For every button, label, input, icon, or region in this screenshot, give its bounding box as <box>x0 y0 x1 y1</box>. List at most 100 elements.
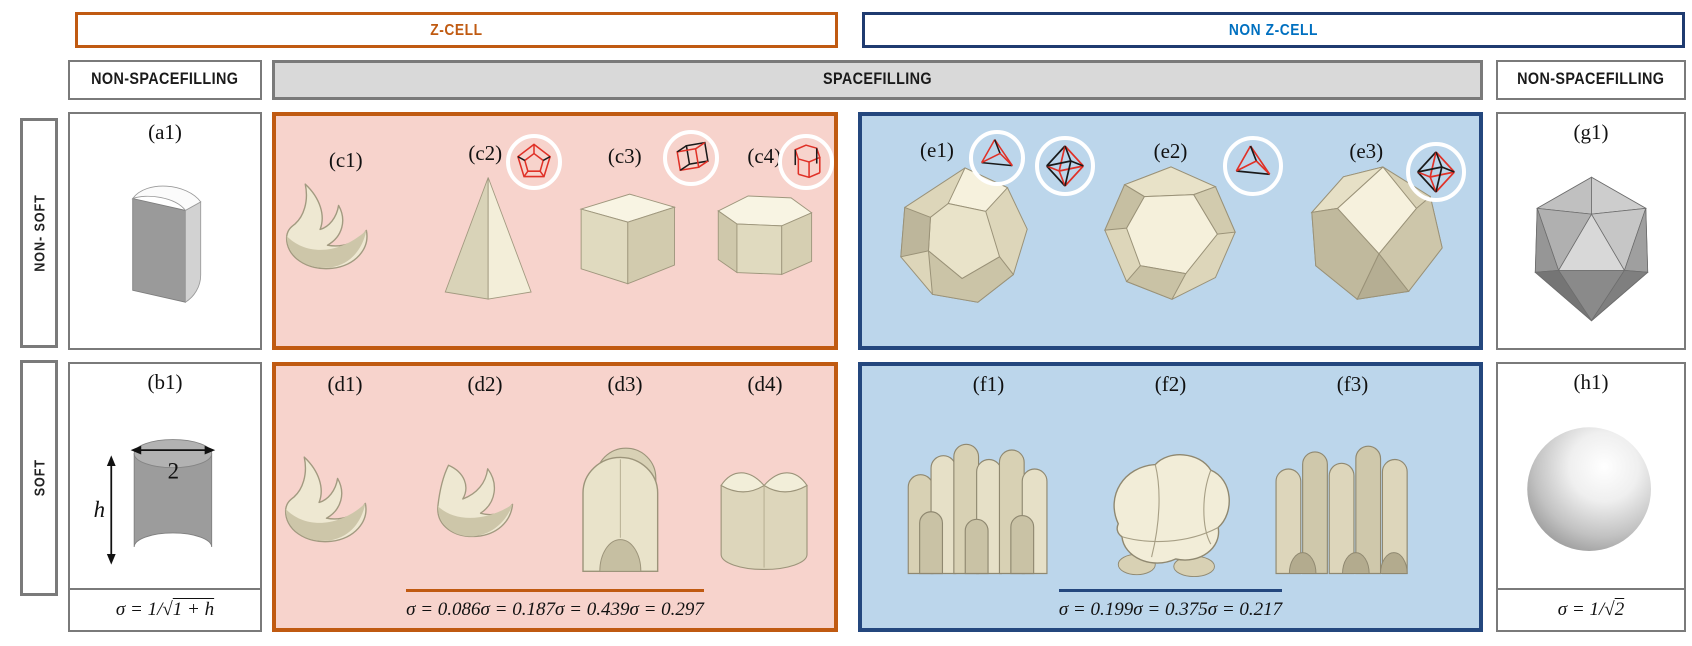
cell-e2-label: (e2) <box>1153 138 1188 163</box>
group-nonzcell-spacefilling-nonsoft: (e1) (e2) (e3) <box>858 112 1483 350</box>
shape-d2-soft-twisted-cell <box>437 464 514 538</box>
cell-c1: (c1) <box>276 142 416 319</box>
cell-d3-label: (d3) <box>607 372 643 396</box>
tetrahedron-wireframe-icon <box>980 139 1013 167</box>
header-non-spacefilling-right: NON-SPACEFILLING <box>1496 60 1686 100</box>
sigma-h1-prefix: σ = 1/ <box>1557 599 1605 620</box>
cell-f3: (f3) <box>1262 366 1444 589</box>
octahedron-wireframe-icon <box>1417 151 1455 193</box>
cylinder-height-label: h <box>94 497 105 522</box>
shape-d1-soft-curved-cell <box>285 456 367 543</box>
dodecahedron-wireframe-icon <box>517 143 551 178</box>
cell-d2-label: (d2) <box>467 372 503 396</box>
shape-e1-truncated-octahedron <box>900 167 1028 303</box>
shape-d4-soft-cusped-cylinder <box>720 472 808 570</box>
row-label-non-soft-text: NON- SOFT <box>30 194 48 272</box>
header-non-spacefilling-left-label: NON-SPACEFILLING <box>91 70 239 89</box>
header-non-spacefilling-right-label: NON-SPACEFILLING <box>1517 70 1665 89</box>
header-non-z-cell: NON Z-CELL <box>862 12 1685 48</box>
cell-b1: (b1) h 2 σ = 1/√1 + h <box>68 362 262 632</box>
header-spacefilling-label: SPACEFILLING <box>823 70 932 89</box>
cell-c3-label: (c3) <box>607 143 642 168</box>
shape-f2-soft-blob-cell <box>1112 454 1230 577</box>
cell-f2: (f2) <box>1080 366 1262 589</box>
inset-tetrahedron-wireframe <box>1223 136 1283 196</box>
cell-c2-label: (c2) <box>468 140 503 165</box>
inset-cube-wireframe <box>663 130 719 186</box>
cell-e3: (e3) <box>1273 133 1479 329</box>
shape-e2-truncated-octahedron <box>1103 166 1236 300</box>
cell-f1-label: (f1) <box>972 372 1005 396</box>
inset-tetrahedron-wireframe <box>969 130 1025 186</box>
cell-d1: (d1) <box>275 366 415 589</box>
cell-f2-label: (f2) <box>1154 372 1187 396</box>
cell-d1-label: (d1) <box>327 372 363 396</box>
shape-e3-rhombic-dodecahedron <box>1310 166 1443 301</box>
cell-g1: (g1) <box>1496 112 1686 350</box>
header-spacefilling: SPACEFILLING <box>272 60 1483 100</box>
shape-g1-icosahedron <box>1533 176 1649 322</box>
shape-c3-cube <box>579 193 676 285</box>
header-z-cell: Z-CELL <box>75 12 838 48</box>
group-zcell-spacefilling-soft: (d1) (d2) (d3) <box>272 362 838 632</box>
sigma-h1-radical: √ <box>1604 599 1615 620</box>
header-non-spacefilling-left: NON-SPACEFILLING <box>68 60 262 100</box>
sigma-f2: σ = 0.375 <box>1133 599 1208 620</box>
inset-dodecahedron-wireframe <box>506 134 562 190</box>
shape-d3-soft-arched-cylinder <box>582 447 659 573</box>
cell-f1: (f1) <box>898 366 1080 589</box>
shape-a1-half-cylinder <box>131 185 202 303</box>
cell-h1: (h1) σ = 1/√2 <box>1496 362 1686 632</box>
cube-wireframe-icon <box>676 141 709 172</box>
cell-a1: (a1) <box>68 112 262 350</box>
shape-c4-hexagonal-prism <box>717 195 813 276</box>
inset-octahedron-wireframe <box>1035 136 1095 196</box>
cell-e2: (e2) <box>1068 133 1274 329</box>
shape-c2-pyramid <box>444 177 532 300</box>
shape-f1-soft-lobed-cell <box>907 443 1048 575</box>
tetrahedron-wireframe-icon <box>1235 145 1271 176</box>
cell-b1-label: (b1) <box>147 370 183 394</box>
cell-e1-label: (e1) <box>920 137 954 162</box>
sigma-strip-zcell: σ = 0.086 σ = 0.187 σ = 0.439 σ = 0.297 <box>406 589 704 628</box>
cell-c1-label: (c1) <box>328 148 363 173</box>
sigma-d2: σ = 0.187 <box>480 599 555 620</box>
header-non-z-cell-label: NON Z-CELL <box>1228 21 1319 39</box>
cell-e3-label: (e3) <box>1349 138 1384 163</box>
row-label-soft-text: SOFT <box>30 459 48 497</box>
cell-c2: (c2) <box>416 135 556 327</box>
sigma-d3: σ = 0.439 <box>555 599 630 620</box>
row-label-soft: SOFT <box>20 360 58 596</box>
cell-e1: (e1) <box>862 132 1068 330</box>
hexagonal-prism-wireframe-icon <box>794 144 821 179</box>
cell-g1-label: (g1) <box>1573 120 1609 144</box>
inset-octahedron-wireframe <box>1406 142 1466 202</box>
sigma-formula-h1: σ = 1/√2 <box>1498 588 1684 630</box>
cell-d4: (d4) <box>695 366 835 589</box>
cell-d2: (d2) <box>415 366 555 589</box>
sigma-b1-radical: √ <box>162 599 173 620</box>
shape-b1-cylinder: h 2 <box>94 438 216 565</box>
group-zcell-spacefilling-nonsoft: (c1) (c2) (c3) (c4) <box>272 112 838 350</box>
cell-h1-label: (h1) <box>1573 370 1609 394</box>
cell-c4: (c4) <box>695 138 835 324</box>
cell-d3: (d3) <box>555 366 695 589</box>
row-label-non-soft: NON- SOFT <box>20 118 58 348</box>
sigma-b1-prefix: σ = 1/ <box>115 599 163 620</box>
octahedron-wireframe-icon <box>1046 145 1084 187</box>
group-nonzcell-spacefilling-soft: (f1) (f2) <box>858 362 1483 632</box>
sigma-h1-radicand: 2 <box>1614 599 1625 620</box>
sigma-formula-b1: σ = 1/√1 + h <box>70 588 260 630</box>
cell-a1-label: (a1) <box>148 120 182 144</box>
sigma-f3: σ = 0.217 <box>1207 599 1283 620</box>
sigma-strip-nonzcell: σ = 0.199 σ = 0.375 σ = 0.217 <box>1058 589 1283 628</box>
cell-c4-label: (c4) <box>747 143 782 168</box>
inset-hexagonal-prism-wireframe <box>778 134 834 190</box>
shape-c1-curved-z-cell <box>285 182 368 269</box>
sigma-b1-radicand: 1 + h <box>172 599 215 620</box>
header-z-cell-label: Z-CELL <box>430 21 483 39</box>
sigma-f1: σ = 0.199 <box>1058 599 1134 620</box>
shape-f3-soft-arched-lobes <box>1274 445 1408 575</box>
cell-d4-label: (d4) <box>747 372 783 396</box>
